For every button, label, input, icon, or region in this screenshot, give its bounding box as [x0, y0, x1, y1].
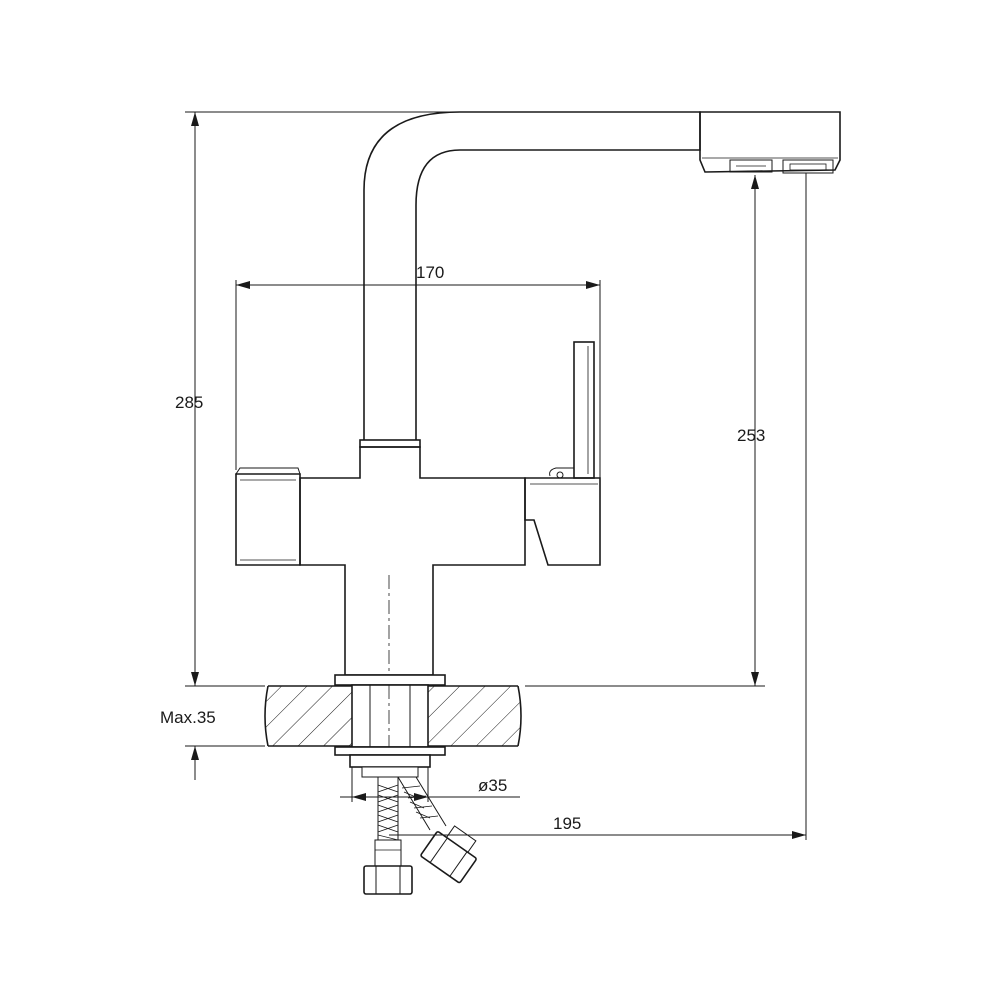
overall-height-label: 285: [175, 393, 203, 412]
countertop-section: [264, 674, 522, 778]
aerator-right: [782, 159, 834, 174]
lever-bar: [573, 341, 595, 479]
spout-tube: [363, 111, 701, 440]
spout-reach-label: 195: [553, 814, 581, 833]
supply-hoses: [363, 776, 477, 895]
dimension-lines: [185, 111, 807, 840]
mounting-nut: [349, 754, 431, 768]
countertop-left: [265, 686, 352, 746]
mounting-flange: [334, 674, 446, 686]
faucet-body: [299, 446, 526, 676]
aerator-left: [729, 159, 773, 173]
right-supply-hose: [397, 776, 447, 831]
spout-head: [699, 111, 841, 173]
dimension-labels: 285 170 253 Max.35 ø35 195: [160, 263, 765, 833]
max-mount-thickness-label: Max.35: [160, 708, 216, 727]
right-lever-handle: [524, 477, 601, 566]
left-hose-fitting: [363, 865, 413, 895]
spout-base-ring: [359, 439, 421, 448]
left-handle: [235, 473, 301, 566]
countertop-right: [428, 686, 521, 746]
spout-height-label: 253: [737, 426, 765, 445]
faucet-outline: [235, 111, 841, 676]
mount-diameter-label: ø35: [478, 776, 507, 795]
left-supply-hose: [377, 777, 399, 840]
mounting-stud: [351, 684, 429, 748]
body-width-label: 170: [416, 263, 444, 282]
right-hose-fitting: [420, 831, 477, 884]
